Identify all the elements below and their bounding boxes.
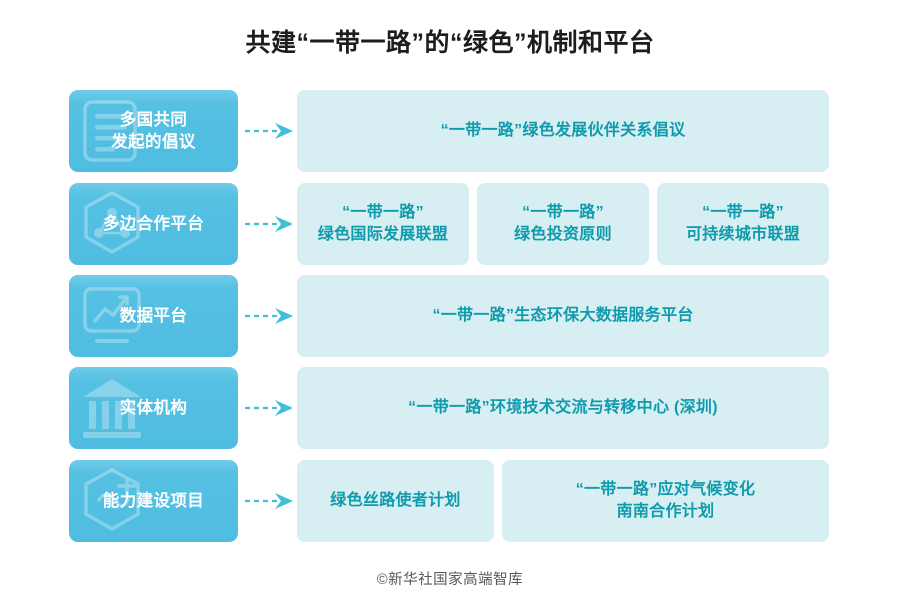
row-multilateral-platform: 多边合作平台 “一带一路” 绿色国际发展联盟 “一带一路” 绿色投资原则 “一带… bbox=[69, 183, 829, 265]
flow-arrow-icon bbox=[245, 398, 297, 418]
row-label-text: 多国共同 发起的倡议 bbox=[111, 110, 196, 151]
content-box[interactable]: 绿色丝路使者计划 bbox=[297, 460, 494, 542]
row-content-area: “一带一路”生态环保大数据服务平台 bbox=[297, 275, 829, 357]
flow-arrow-icon bbox=[245, 214, 297, 234]
content-box-text: “一带一路”绿色发展伙伴关系倡议 bbox=[440, 121, 686, 139]
row-label-text: 数据平台 bbox=[119, 306, 188, 325]
row-label-text: 能力建设项目 bbox=[102, 491, 205, 510]
row-label-box: 数据平台 bbox=[69, 275, 238, 357]
content-box[interactable]: “一带一路” 绿色国际发展联盟 bbox=[297, 183, 469, 265]
content-box[interactable]: “一带一路”环境技术交流与转移中心 (深圳) bbox=[297, 367, 829, 449]
content-box[interactable]: “一带一路”应对气候变化 南南合作计划 bbox=[502, 460, 829, 542]
row-content-area: “一带一路” 绿色国际发展联盟 “一带一路” 绿色投资原则 “一带一路” 可持续… bbox=[297, 183, 829, 265]
row-label-box: 多国共同 发起的倡议 bbox=[69, 90, 238, 172]
content-box[interactable]: “一带一路” 可持续城市联盟 bbox=[657, 183, 829, 265]
footer-credit: ©新华社国家高端智库 bbox=[376, 572, 524, 588]
row-label-text: 实体机构 bbox=[119, 398, 188, 417]
content-box-text: “一带一路” 绿色投资原则 bbox=[514, 203, 612, 243]
row-label-box: 实体机构 bbox=[69, 367, 238, 449]
row-label-box: 能力建设项目 bbox=[69, 460, 238, 542]
row-label-text: 多边合作平台 bbox=[102, 214, 205, 233]
flow-arrow-icon bbox=[245, 306, 297, 326]
content-box-text: “一带一路” 绿色国际发展联盟 bbox=[317, 203, 449, 243]
content-box[interactable]: “一带一路”绿色发展伙伴关系倡议 bbox=[297, 90, 829, 172]
content-box[interactable]: “一带一路”生态环保大数据服务平台 bbox=[297, 275, 829, 357]
content-box-text: “一带一路”生态环保大数据服务平台 bbox=[432, 306, 694, 324]
content-box-text: “一带一路”应对气候变化 南南合作计划 bbox=[575, 480, 756, 520]
row-label-box: 多边合作平台 bbox=[69, 183, 238, 265]
row-content-area: “一带一路”环境技术交流与转移中心 (深圳) bbox=[297, 367, 829, 449]
row-data-platform: 数据平台 “一带一路”生态环保大数据服务平台 bbox=[69, 275, 829, 357]
flow-arrow-icon bbox=[245, 121, 297, 141]
content-box-text: “一带一路” 可持续城市联盟 bbox=[685, 203, 801, 243]
content-box[interactable]: “一带一路” 绿色投资原则 bbox=[477, 183, 649, 265]
row-entity-institution: 实体机构 “一带一路”环境技术交流与转移中心 (深圳) bbox=[69, 367, 829, 449]
flow-arrow-icon bbox=[245, 491, 297, 511]
row-capacity-building: 能力建设项目 绿色丝路使者计划 “一带一路”应对气候变化 南南合作计划 bbox=[69, 460, 829, 542]
page-title: 共建“一带一路”的“绿色”机制和平台 bbox=[245, 29, 655, 57]
content-box-text: 绿色丝路使者计划 bbox=[330, 491, 461, 509]
row-content-area: 绿色丝路使者计划 “一带一路”应对气候变化 南南合作计划 bbox=[297, 460, 829, 542]
row-initiative: 多国共同 发起的倡议 “一带一路”绿色发展伙伴关系倡议 bbox=[69, 90, 829, 172]
row-content-area: “一带一路”绿色发展伙伴关系倡议 bbox=[297, 90, 829, 172]
content-box-text: “一带一路”环境技术交流与转移中心 (深圳) bbox=[408, 398, 718, 416]
